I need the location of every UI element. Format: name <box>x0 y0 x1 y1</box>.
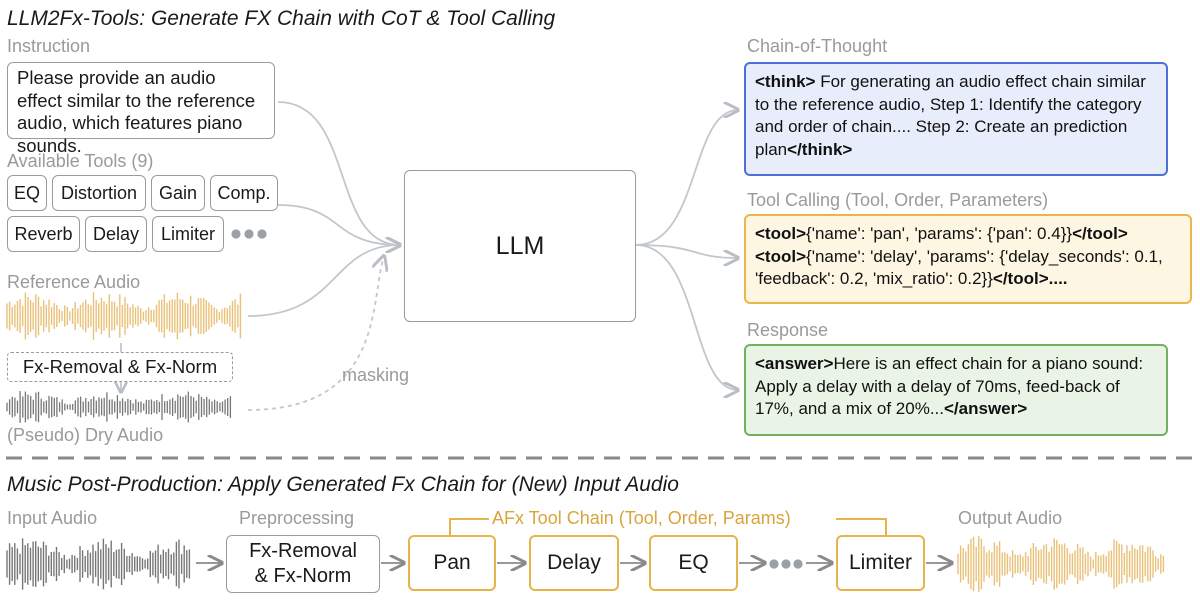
instruction-box: Please provide an audio effect similar t… <box>7 62 275 156</box>
tool-open-tag-1: <tool> <box>755 224 807 243</box>
chain-limiter: Limiter <box>836 535 925 591</box>
tool-call-2-text: {'name': 'delay', 'params': {'delay_seco… <box>755 246 1163 289</box>
tool-call-2: <tool>{'name': 'delay', 'params': {'dela… <box>755 246 1181 291</box>
chain-delay: Delay <box>529 535 619 591</box>
tool-calling-box: <tool>{'name': 'pan', 'params': {'pan': … <box>744 214 1192 304</box>
preprocessing-box: Fx-Removal & Fx-Norm <box>226 535 380 593</box>
fx-removal-box: Fx-Removal & Fx-Norm <box>7 352 233 382</box>
reference-connector <box>247 245 400 317</box>
cot-box: <think> For generating an audio effect c… <box>744 62 1168 176</box>
afx-chain-label: AFx Tool Chain (Tool, Order, Params) <box>492 508 791 528</box>
input-waveform <box>6 538 191 590</box>
masking-label: masking <box>342 365 410 385</box>
tool-close-tag-2: </tool>.... <box>992 269 1068 288</box>
instruction-text: Please provide an audio effect similar t… <box>17 67 256 156</box>
cot-label: Chain-of-Thought <box>747 36 888 56</box>
reference-waveform <box>6 292 242 340</box>
think-open-tag: <think> <box>755 72 816 91</box>
cot-connector <box>635 110 738 246</box>
response-box: <answer>Here is an effect chain for a pi… <box>744 344 1168 436</box>
chain-bracket <box>449 518 887 535</box>
chain-pan: Pan <box>408 535 496 591</box>
top-title: LLM2Fx-Tools: Generate FX Chain with CoT… <box>7 7 556 30</box>
tool-close-tag-1: </tool> <box>1072 224 1128 243</box>
tool-reverb: Reverb <box>7 216 80 252</box>
tool-calling-label: Tool Calling (Tool, Order, Parameters) <box>747 190 1049 210</box>
input-audio-label: Input Audio <box>7 508 98 528</box>
instruction-connector <box>277 101 400 245</box>
dry-waveform <box>6 391 232 423</box>
output-waveform <box>957 536 1165 592</box>
toolcall-connector <box>635 244 738 258</box>
available-tools-label: Available Tools (9) <box>7 151 154 171</box>
llm-box: LLM <box>404 170 636 322</box>
response-label: Response <box>747 320 829 340</box>
dry-audio-label: (Pseudo) Dry Audio <box>7 425 164 445</box>
preproc-line-1: Fx-Removal <box>249 540 357 562</box>
chain-ellipsis <box>769 559 803 569</box>
answer-close-tag: </answer> <box>944 399 1028 418</box>
tool-distortion: Distortion <box>52 175 146 211</box>
tool-delay: Delay <box>85 216 147 252</box>
tool-comp: Comp. <box>210 175 278 211</box>
preproc-line-2: & Fx-Norm <box>254 565 352 587</box>
tool-open-tag-2: <tool> <box>755 246 807 266</box>
response-text: Here is an effect chain for a piano soun… <box>755 354 1144 418</box>
tools-ellipsis <box>231 229 267 239</box>
tool-eq: EQ <box>7 175 47 211</box>
reference-audio-label: Reference Audio <box>7 272 141 292</box>
tool-limiter: Limiter <box>152 216 224 252</box>
chain-eq: EQ <box>649 535 738 591</box>
answer-open-tag: <answer> <box>755 354 834 373</box>
cot-text: For generating an audio effect chain sim… <box>755 72 1146 159</box>
instruction-label: Instruction <box>7 36 91 56</box>
preprocessing-label: Preprocessing <box>239 508 355 528</box>
tool-call-1-text: {'name': 'pan', 'params': {'pan': 0.4}} <box>806 224 1073 243</box>
masking-connector <box>247 256 384 411</box>
tool-gain: Gain <box>151 175 205 211</box>
bottom-title: Music Post-Production: Apply Generated F… <box>7 473 679 496</box>
think-close-tag: </think> <box>787 139 853 159</box>
response-connector <box>635 244 738 390</box>
tool-call-1: <tool>{'name': 'pan', 'params': {'pan': … <box>755 223 1181 246</box>
output-audio-label: Output Audio <box>958 508 1063 528</box>
tools-connector <box>277 204 400 245</box>
